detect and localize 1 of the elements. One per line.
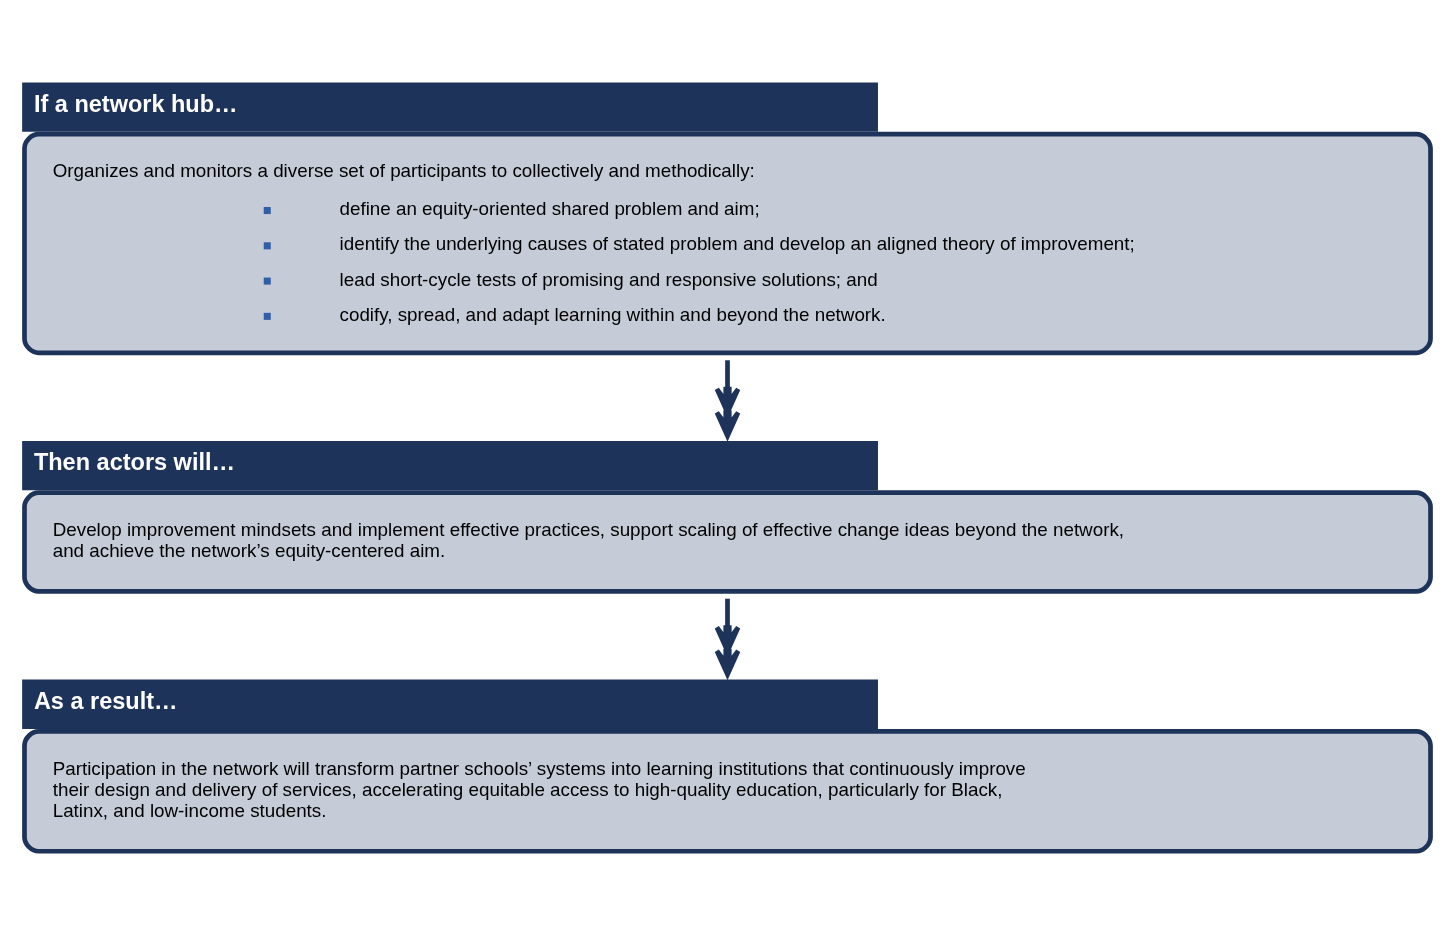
- arrow: [714, 598, 741, 677]
